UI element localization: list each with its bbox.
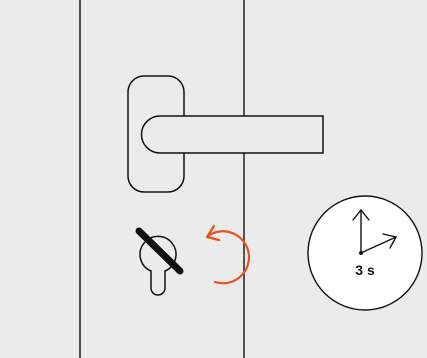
lever-handle-icon bbox=[127, 75, 324, 193]
timer-duration-label: 3 s bbox=[355, 262, 375, 278]
rotate-arrow-icon bbox=[205, 224, 251, 285]
strike-through-line bbox=[135, 227, 184, 275]
lock-cylinder-icon bbox=[135, 227, 184, 296]
timer-clock-icon bbox=[307, 195, 423, 311]
